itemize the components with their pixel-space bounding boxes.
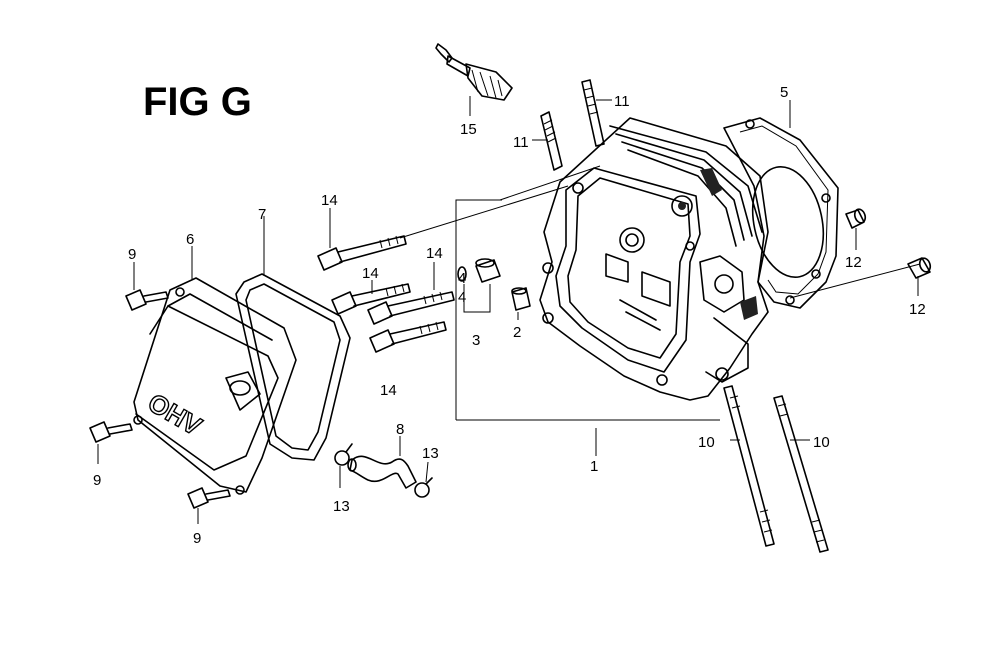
cover-bolt-9-a	[125, 289, 169, 311]
callout-13: 13	[422, 445, 439, 462]
callout-5: 5	[780, 84, 788, 101]
callout-14: 14	[362, 265, 379, 282]
stud-10-a	[723, 385, 775, 547]
breather-tube	[347, 455, 417, 489]
stud-11-a	[540, 111, 563, 171]
callout-12: 12	[845, 254, 862, 271]
callout-15: 15	[460, 121, 477, 138]
spark-plug	[435, 43, 513, 116]
head-gasket	[723, 117, 839, 309]
valve-cover: OHV	[133, 277, 297, 495]
callout-6: 6	[186, 231, 194, 248]
callout-11: 11	[614, 93, 630, 110]
ohv-lettering: OHV	[143, 387, 207, 441]
head-bolt-14-a	[317, 235, 407, 271]
figure-title: FIG G	[143, 80, 252, 124]
callout-3: 3	[472, 332, 480, 349]
cover-bolt-9-b	[89, 421, 133, 443]
callout-12: 12	[909, 301, 926, 318]
tube-clip-13-b	[414, 477, 433, 498]
o-ring-4	[457, 266, 467, 282]
callout-11: 11	[513, 134, 529, 151]
callout-10: 10	[813, 434, 830, 451]
callout-9: 9	[128, 246, 136, 263]
cylinder-head	[539, 117, 769, 401]
dowel-2	[511, 287, 531, 311]
callout-14: 14	[380, 382, 397, 399]
callout-1: 1	[590, 458, 598, 475]
stud-11-b	[581, 79, 605, 147]
dowel-pin-12-a	[845, 208, 867, 229]
callout-8: 8	[396, 421, 404, 438]
callout-10: 10	[698, 434, 715, 451]
head-bolt-14-c	[367, 291, 455, 325]
callout-4: 4	[458, 289, 466, 306]
callout-9: 9	[193, 530, 201, 547]
stud-10-b	[773, 395, 829, 553]
dowel-pin-12-b	[907, 257, 932, 279]
head-bolt-14-d	[369, 321, 447, 353]
sleeve-3	[475, 258, 501, 283]
callout-14: 14	[321, 192, 338, 209]
callout-numbers: 1 2 3 4 4 5 6 7 8 9 9 9 10 10 11 11 12 1…	[93, 84, 926, 547]
callout-4: 4	[458, 270, 466, 287]
tube-clip-13-a	[334, 443, 353, 466]
callout-9: 9	[93, 472, 101, 489]
callout-13: 13	[333, 498, 350, 515]
callout-2: 2	[513, 324, 521, 341]
head-bolt-14-b	[331, 283, 411, 315]
leader-lines	[97, 99, 921, 524]
assembly-bracket	[455, 199, 720, 421]
callout-7: 7	[258, 206, 266, 223]
callout-14: 14	[426, 245, 443, 262]
valve-cover-gasket	[235, 273, 351, 461]
cover-bolt-9-c	[187, 487, 231, 509]
